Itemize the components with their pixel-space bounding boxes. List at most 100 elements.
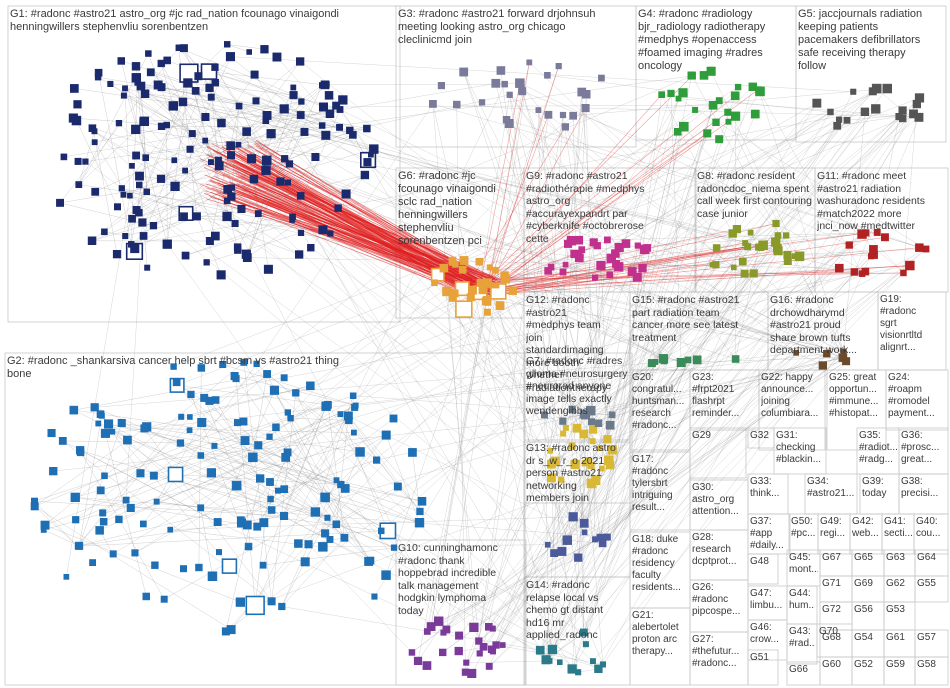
group-panel-g46: [748, 620, 787, 660]
node-g1: [135, 209, 142, 216]
node-g2: [168, 527, 173, 532]
node-g1: [92, 188, 99, 195]
node-g1: [273, 53, 281, 61]
node-g7: [547, 474, 555, 482]
node-g5: [851, 89, 857, 95]
node-g13: [558, 547, 566, 555]
node-g7: [599, 466, 604, 471]
node-g5: [915, 113, 923, 121]
node-g6: [445, 288, 450, 293]
node-g11: [846, 242, 853, 249]
node-g8: [731, 265, 736, 270]
node-g1: [335, 205, 342, 212]
edge: [284, 275, 438, 516]
node-g4: [659, 92, 665, 98]
node-g11: [915, 244, 923, 252]
node-g7: [606, 461, 614, 469]
node-g2: [212, 397, 219, 404]
node-g2: [41, 527, 46, 532]
node-g3: [453, 101, 460, 108]
node-g5: [915, 94, 924, 103]
node-g1: [132, 73, 141, 82]
node-g10: [423, 662, 431, 670]
node-g2: [415, 518, 424, 527]
node-g2: [254, 361, 260, 367]
node-g13: [563, 536, 572, 545]
edge: [145, 94, 663, 359]
edge: [263, 548, 394, 566]
node-g12: [541, 412, 547, 418]
node-g2: [273, 424, 280, 431]
node-g8: [773, 220, 780, 227]
node-g1: [319, 83, 325, 89]
node-g1: [247, 155, 255, 163]
node-g1: [286, 161, 293, 168]
node-g1: [131, 125, 140, 134]
node-g8: [759, 241, 768, 250]
node-g16: [839, 354, 847, 362]
node-g15: [693, 356, 701, 364]
node-g2: [382, 571, 391, 580]
node-g3: [582, 104, 590, 112]
node-g2: [246, 597, 264, 615]
node-g7: [589, 426, 596, 433]
node-g1: [114, 204, 120, 210]
node-g2: [187, 415, 192, 420]
node-g1: [131, 244, 140, 253]
group-panel-g19: [878, 292, 946, 370]
node-g12: [588, 419, 594, 425]
node-g3: [515, 79, 524, 88]
node-g3: [438, 82, 445, 89]
edge: [113, 112, 830, 554]
node-g11: [869, 245, 877, 253]
node-g7: [571, 460, 580, 469]
group-panel-g35: [857, 428, 899, 474]
node-g2: [356, 448, 365, 457]
node-g2: [318, 542, 327, 551]
node-g4: [725, 109, 732, 116]
node-g2: [141, 425, 148, 432]
node-g2: [408, 448, 416, 456]
node-g4: [707, 67, 716, 76]
node-g1: [145, 51, 151, 57]
node-g2: [275, 488, 280, 493]
node-g7: [548, 448, 553, 453]
node-g1: [88, 237, 96, 245]
node-g3: [598, 75, 604, 81]
node-g1: [69, 114, 78, 123]
node-g1: [189, 130, 195, 136]
node-g13: [604, 534, 610, 540]
node-g1: [243, 128, 251, 136]
node-g2: [241, 359, 247, 365]
node-g2: [143, 593, 150, 600]
edge: [209, 72, 325, 85]
node-g1: [267, 129, 276, 138]
node-g1: [157, 175, 165, 183]
node-g2: [216, 549, 221, 554]
node-g1: [184, 79, 193, 88]
group-panel-g40: [914, 514, 948, 554]
node-g8: [795, 252, 804, 261]
node-g4: [716, 136, 723, 143]
node-g1: [364, 158, 372, 166]
group-panel-g50: [789, 514, 818, 554]
node-g3: [519, 88, 526, 95]
node-g2: [222, 628, 229, 635]
node-g2: [104, 420, 113, 429]
node-g1: [223, 212, 232, 221]
node-g1: [369, 145, 378, 154]
node-g2: [70, 406, 78, 414]
node-g8: [784, 257, 791, 264]
group-panel-g27: [690, 632, 748, 685]
node-g2: [64, 574, 69, 579]
node-g2: [373, 457, 380, 464]
node-g1: [70, 84, 78, 92]
node-g1: [227, 142, 235, 150]
node-g14: [536, 646, 544, 654]
node-g1: [218, 119, 226, 127]
node-g6: [467, 294, 475, 302]
node-g14: [568, 665, 577, 674]
edge: [63, 441, 181, 443]
node-g1: [140, 232, 147, 239]
node-g1: [129, 215, 136, 222]
